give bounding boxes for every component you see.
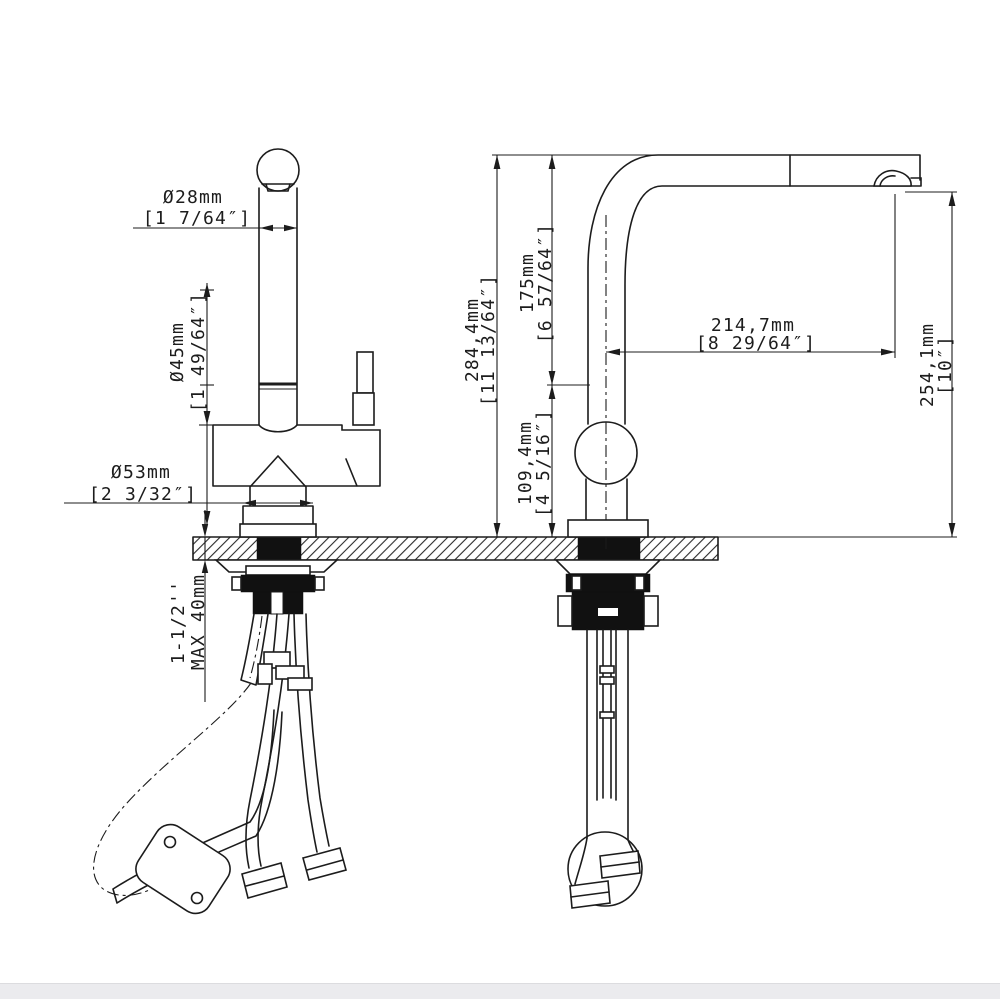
dim-spout-reach-mm: 214,7mm (711, 315, 795, 336)
handle-lever (352, 351, 375, 426)
dim-base-section-inch: [4 5/16″] (533, 409, 554, 517)
left-base-flange (239, 523, 317, 538)
dim-head-clearance-inch: [10″] (935, 335, 956, 395)
front-view (93, 148, 381, 915)
dim-deck-thickness-line1: 1-1/2'' (168, 580, 189, 664)
right-deck-gasket (577, 536, 641, 561)
right-base-flange (567, 519, 649, 538)
spray-head (873, 169, 922, 187)
dim-base-od: Ø53mm [2 3/32″] (64, 462, 313, 507)
bottom-bar (0, 983, 1000, 999)
hose-fitting (302, 847, 347, 881)
dim-deck-thickness: 1-1/2'' MAX 40mm (168, 510, 209, 702)
dim-spout-od-inch: [1 7/64″] (143, 208, 251, 229)
hose-counterweight (112, 709, 283, 915)
dim-body-od: Ø45mm [1 49/64″] (167, 283, 214, 525)
countertop-cross-section (192, 536, 719, 561)
dim-overall-height: 284,4mm [11 13/64″] (462, 154, 658, 537)
left-supply-hoses (241, 613, 347, 899)
side-view (554, 154, 922, 909)
dim-deck-thickness-line2: MAX 40mm (188, 574, 209, 670)
dim-spout-od: Ø28mm [1 7/64″] (133, 187, 297, 232)
dim-spout-section-height: 175mm [6 57/64″] (517, 155, 590, 386)
pullout-hose-path (93, 613, 269, 896)
dim-overall-height-mm: 284,4mm (462, 298, 483, 382)
left-mounting-hardware (213, 559, 340, 615)
dim-overall-height-inch: [11 13/64″] (478, 274, 499, 406)
mixer-body (212, 424, 381, 538)
hose-loop (567, 831, 643, 907)
dim-spout-section-mm: 175mm (517, 253, 538, 313)
dim-spout-reach: 214,7mm [8 29/64″] (606, 194, 896, 358)
dim-head-clearance-mm: 254,1mm (917, 323, 938, 407)
dim-body-od-inch: [1 49/64″] (188, 292, 209, 412)
dim-base-section-height: 109,4mm [4 5/16″] (515, 385, 556, 537)
dim-spout-section-inch: [6 57/64″] (535, 223, 556, 343)
dim-base-od-mm: Ø53mm (111, 462, 171, 483)
dim-body-od-mm: Ø45mm (167, 322, 188, 382)
dim-head-clearance: 254,1mm [10″] (718, 191, 957, 538)
dim-spout-reach-inch: [8 29/64″] (696, 333, 816, 354)
spout-profile (587, 154, 921, 425)
dim-base-section-mm: 109,4mm (515, 421, 536, 505)
right-supply-hoses (567, 629, 643, 909)
dim-base-od-inch: [2 3/32″] (89, 484, 197, 505)
counterweight (135, 823, 231, 915)
right-mounting-hardware (554, 559, 662, 631)
left-deck-gasket (256, 536, 302, 561)
dim-spout-od-mm: Ø28mm (163, 187, 223, 208)
